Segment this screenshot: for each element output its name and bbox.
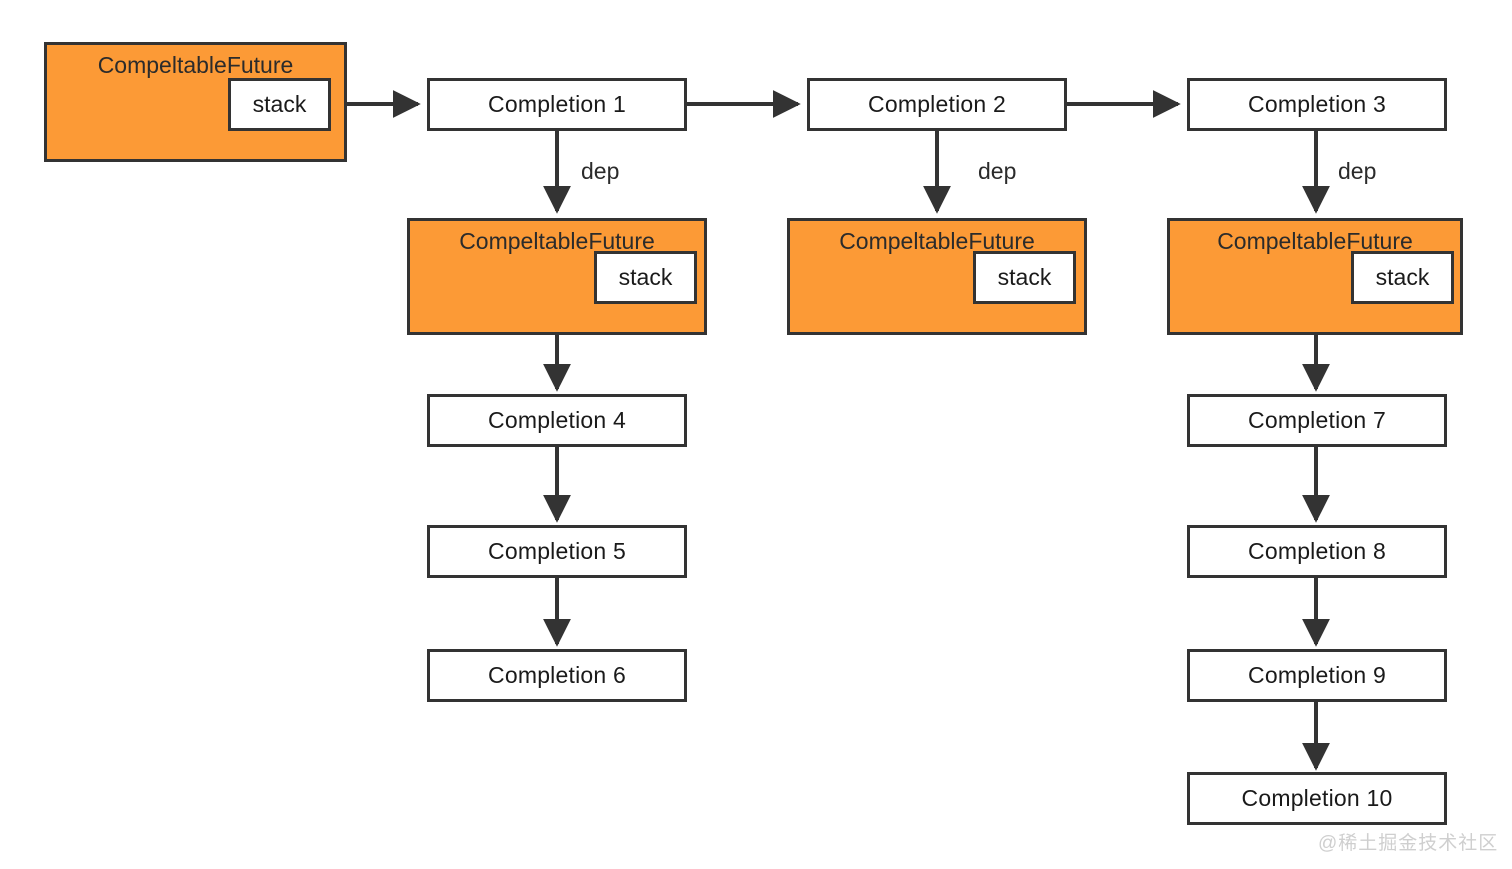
completion-9[interactable]: Completion 9	[1187, 649, 1447, 702]
completion-10[interactable]: Completion 10	[1187, 772, 1447, 825]
completion-2-label: Completion 2	[868, 91, 1006, 117]
completion-6-label: Completion 6	[488, 662, 626, 688]
completion-7[interactable]: Completion 7	[1187, 394, 1447, 447]
dep-label-3: dep	[1338, 158, 1377, 184]
future-col2-title: CompeltableFuture	[839, 228, 1035, 254]
completion-1-label: Completion 1	[488, 91, 626, 117]
completion-8[interactable]: Completion 8	[1187, 525, 1447, 578]
dep-label-2: dep	[978, 158, 1017, 184]
completion-4-label: Completion 4	[488, 407, 626, 433]
future-col1-stack[interactable]: stack	[594, 251, 697, 304]
future-col2-stack[interactable]: stack	[973, 251, 1076, 304]
completion-10-label: Completion 10	[1241, 785, 1393, 811]
completion-2[interactable]: Completion 2	[807, 78, 1067, 131]
completion-6[interactable]: Completion 6	[427, 649, 687, 702]
completion-7-label: Completion 7	[1248, 407, 1386, 433]
completion-9-label: Completion 9	[1248, 662, 1386, 688]
future-col3-stack-label: stack	[1375, 264, 1430, 290]
dep-label-1: dep	[581, 158, 620, 184]
completion-3[interactable]: Completion 3	[1187, 78, 1447, 131]
future-col3-title: CompeltableFuture	[1217, 228, 1413, 254]
watermark: @稀土掘金技术社区	[1318, 833, 1499, 854]
completion-3-label: Completion 3	[1248, 91, 1386, 117]
completion-8-label: Completion 8	[1248, 538, 1386, 564]
future-root-stack[interactable]: stack	[228, 78, 331, 131]
future-col2-stack-label: stack	[997, 264, 1052, 290]
completion-5[interactable]: Completion 5	[427, 525, 687, 578]
completion-4[interactable]: Completion 4	[427, 394, 687, 447]
future-col1-title: CompeltableFuture	[459, 228, 655, 254]
future-root-stack-label: stack	[252, 91, 307, 117]
future-col1-stack-label: stack	[618, 264, 673, 290]
completion-5-label: Completion 5	[488, 538, 626, 564]
completion-1[interactable]: Completion 1	[427, 78, 687, 131]
future-root-title: CompeltableFuture	[97, 52, 294, 78]
future-col3-stack[interactable]: stack	[1351, 251, 1454, 304]
